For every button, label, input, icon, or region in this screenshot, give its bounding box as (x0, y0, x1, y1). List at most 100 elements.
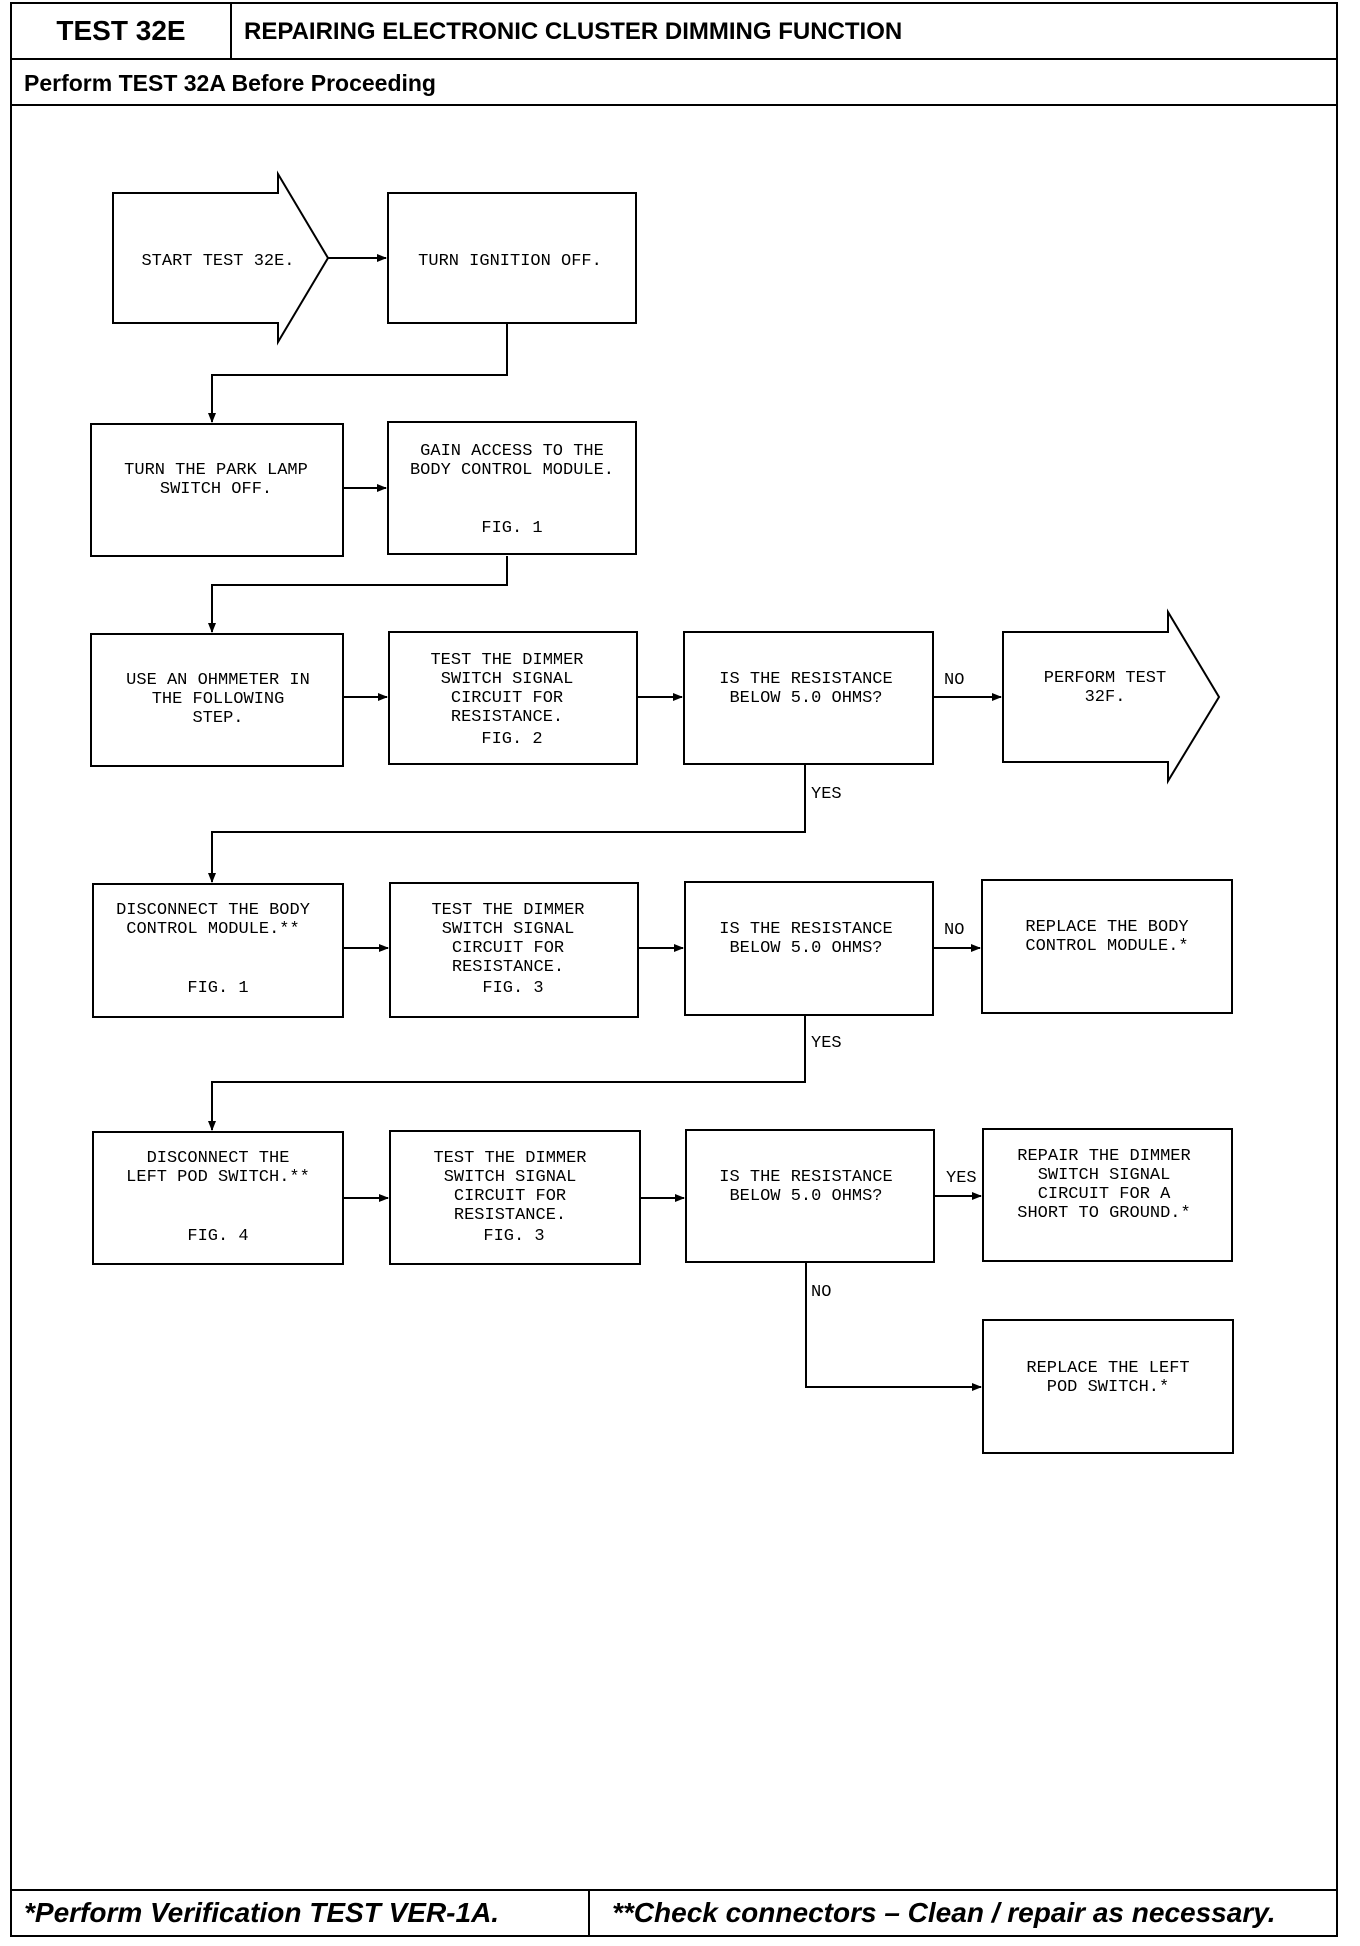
node-label-line: BELOW 5.0 OHMS? (729, 939, 882, 958)
edge-q2-yes (208, 1015, 806, 1131)
node-repair-shape (982, 1128, 1233, 1262)
edge-label-q2-yes: YES (811, 1034, 842, 1053)
node-ignition-label: TURN IGNITION OFF. (418, 252, 602, 271)
footnote-verification: *Perform Verification TEST VER-1A. (12, 1891, 590, 1935)
node-label-line: PERFORM TEST (1044, 669, 1166, 688)
node-label-line: REPAIR THE DIMMER (1017, 1147, 1190, 1166)
node-label-line: IS THE RESISTANCE (719, 1168, 892, 1187)
node-label-line: CIRCUIT FOR (454, 1187, 566, 1206)
node-ignition-shape (387, 192, 637, 324)
test-title: REPAIRING ELECTRONIC CLUSTER DIMMING FUN… (244, 18, 903, 45)
node-label-line: CONTROL MODULE.* (1025, 937, 1188, 956)
node-label-line: REPLACE THE BODY (1025, 918, 1188, 937)
footnote-connectors: **Check connectors – Clean / repair as n… (612, 1897, 1276, 1928)
node-label-line: SWITCH SIGNAL (442, 920, 575, 939)
node-park-shape (90, 423, 344, 557)
node-disc-bcm-fig: FIG. 1 (187, 979, 248, 998)
node-label-line: SWITCH SIGNAL (444, 1168, 577, 1187)
test-id: TEST 32E (12, 4, 232, 58)
node-start-shape (112, 170, 330, 346)
node-label-line: BODY CONTROL MODULE. (410, 461, 614, 480)
node-test1-fig: FIG. 2 (481, 730, 542, 749)
header-row: TEST 32E REPAIRING ELECTRONIC CLUSTER DI… (12, 4, 1336, 60)
node-label-line: TURN IGNITION OFF. (418, 252, 602, 271)
node-test3-shape (389, 1130, 641, 1265)
edge-label-q1-no: NO (944, 671, 964, 690)
node-label-line: USE AN OHMMETER IN (126, 671, 310, 690)
node-label-line: CIRCUIT FOR (451, 689, 563, 708)
edge-access-to-ohm (208, 556, 508, 633)
node-test1-shape (388, 631, 638, 765)
node-label-line: START TEST 32E. (141, 252, 294, 271)
node-label-line: LEFT POD SWITCH.** (126, 1168, 310, 1187)
node-label-line: BELOW 5.0 OHMS? (729, 689, 882, 708)
node-label-line: SHORT TO GROUND.* (1017, 1204, 1190, 1223)
node-label-line: DISCONNECT THE (147, 1149, 290, 1168)
node-replace-bcm-shape (981, 879, 1233, 1014)
node-q3-shape (685, 1129, 935, 1263)
node-test2-shape (389, 882, 639, 1018)
node-test3-fig: FIG. 3 (483, 1227, 544, 1246)
node-perform32f-shape (1002, 608, 1221, 785)
node-disc-bcm-shape (92, 883, 344, 1018)
node-label-line: IS THE RESISTANCE (719, 920, 892, 939)
node-label-line: TEST THE DIMMER (433, 1149, 586, 1168)
footer: *Perform Verification TEST VER-1A. **Che… (12, 1889, 1336, 1935)
node-label-line: SWITCH SIGNAL (1038, 1166, 1171, 1185)
node-label-line: RESISTANCE. (452, 958, 564, 977)
node-label-line: REPLACE THE LEFT (1026, 1359, 1189, 1378)
node-label-line: CIRCUIT FOR A (1038, 1185, 1171, 1204)
node-label-line: RESISTANCE. (451, 708, 563, 727)
edge-label-q1-yes: YES (811, 785, 842, 804)
node-label-line: CONTROL MODULE.** (126, 920, 299, 939)
node-label-line: SWITCH SIGNAL (441, 670, 574, 689)
node-label-line: 32F. (1085, 688, 1126, 707)
edge-ignition-to-park (208, 323, 508, 423)
node-test2-fig: FIG. 3 (482, 979, 543, 998)
node-disc-pod-fig: FIG. 4 (187, 1227, 248, 1246)
edge-label-q3-no: NO (811, 1283, 831, 1302)
node-label-line: DISCONNECT THE BODY (116, 901, 310, 920)
node-ohm-shape (90, 633, 344, 767)
node-label-line: BELOW 5.0 OHMS? (729, 1187, 882, 1206)
node-label-line: STEP. (192, 709, 243, 728)
node-label-line: TURN THE PARK LAMP (124, 461, 308, 480)
node-label-line: CIRCUIT FOR (452, 939, 564, 958)
edge-label-q3-yes: YES (946, 1169, 977, 1188)
edge-label-q2-no: NO (944, 921, 964, 940)
node-label-line: SWITCH OFF. (160, 480, 272, 499)
node-q1-shape (683, 631, 934, 765)
node-label-line: THE FOLLOWING (152, 690, 285, 709)
node-start-label: START TEST 32E. (141, 252, 294, 271)
node-label-line: GAIN ACCESS TO THE (420, 442, 604, 461)
node-access-shape (387, 421, 637, 555)
node-label-line: IS THE RESISTANCE (719, 670, 892, 689)
node-q2-shape (684, 881, 934, 1016)
node-label-line: POD SWITCH.* (1047, 1378, 1169, 1397)
node-replace-pod-shape (982, 1319, 1234, 1454)
node-disc-pod-shape (92, 1131, 344, 1265)
prerequisite-note: Perform TEST 32A Before Proceeding (12, 60, 1336, 106)
node-label-line: RESISTANCE. (454, 1206, 566, 1225)
node-label-line: TEST THE DIMMER (430, 651, 583, 670)
edge-q3-no (805, 1262, 982, 1391)
node-access-fig: FIG. 1 (481, 519, 542, 538)
edge-q1-yes (208, 764, 806, 883)
node-label-line: TEST THE DIMMER (431, 901, 584, 920)
